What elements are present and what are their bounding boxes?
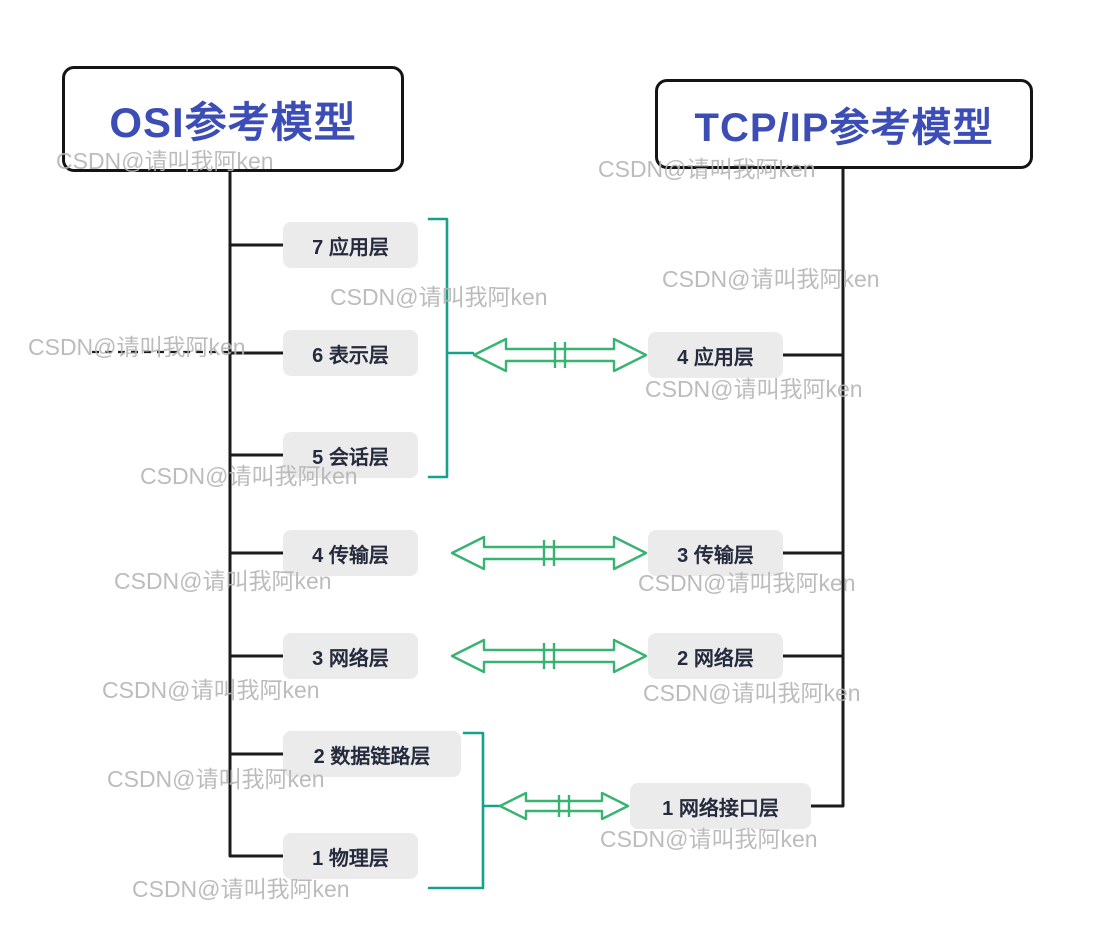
tcpip-layer-2-network: 2 网络层 xyxy=(648,633,783,679)
tcpip-layer-1-network-interface: 1 网络接口层 xyxy=(630,783,811,829)
tcpip-layer-4-application: 4 应用层 xyxy=(648,332,783,378)
bracket-upper xyxy=(427,217,475,479)
bracket-lower xyxy=(427,731,502,890)
osi-layer-4-transport: 4 传输层 xyxy=(283,530,418,576)
osi-trunk-line xyxy=(228,170,285,858)
osi-layer-5-session: 5 会话层 xyxy=(283,432,418,478)
tcpip-model-title: TCP/IP参考模型 xyxy=(655,79,1033,169)
osi-model-title: OSI参考模型 xyxy=(62,66,404,172)
arrow-network-mapping xyxy=(450,638,648,674)
osi-layer-6-presentation: 6 表示层 xyxy=(283,330,418,376)
osi-layer-3-network: 3 网络层 xyxy=(283,633,418,679)
osi-layer-7-application: 7 应用层 xyxy=(283,222,418,268)
arrow-application-mapping xyxy=(472,337,648,373)
osi-layer-1-physical: 1 物理层 xyxy=(283,833,418,879)
tcpip-trunk-line xyxy=(781,165,845,808)
arrow-transport-mapping xyxy=(450,535,648,571)
osi-layer-2-datalink: 2 数据链路层 xyxy=(283,731,461,777)
tcpip-layer-3-transport: 3 传输层 xyxy=(648,530,783,576)
arrow-link-mapping xyxy=(498,791,630,821)
